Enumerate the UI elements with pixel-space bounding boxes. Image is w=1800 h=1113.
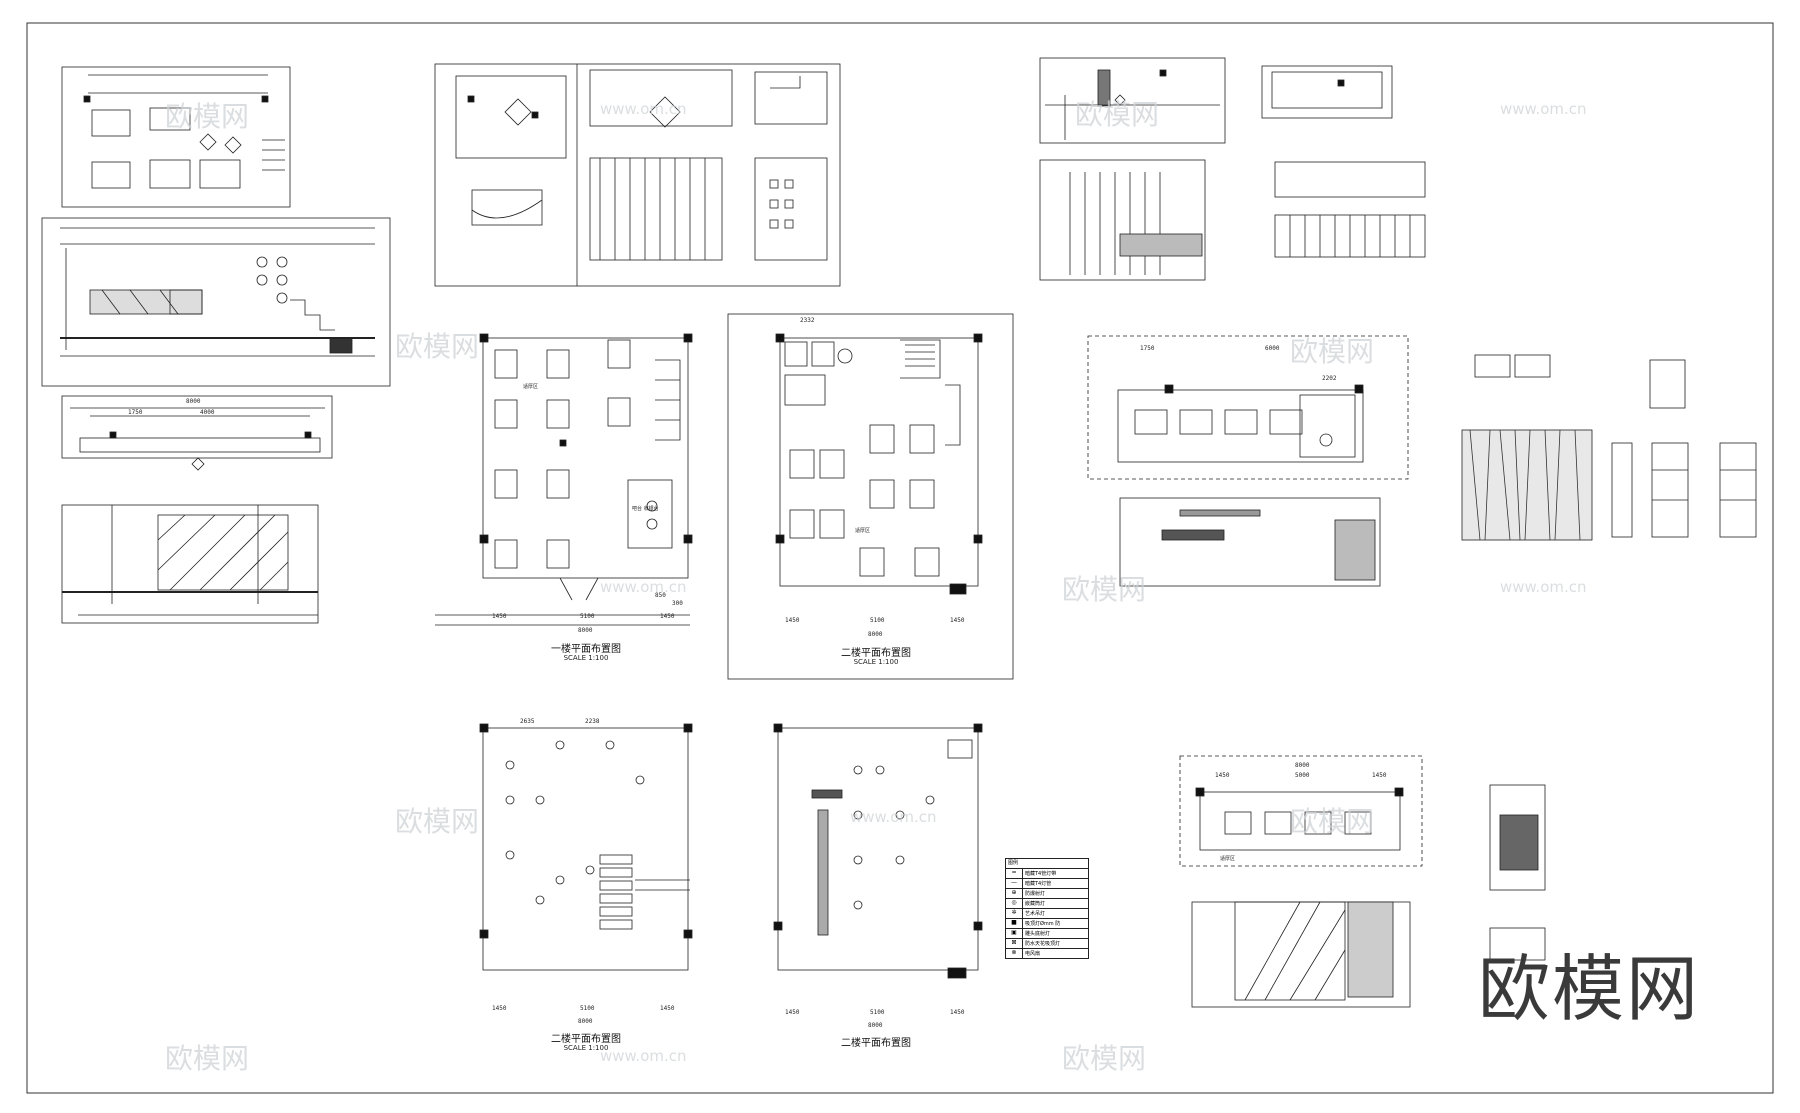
dim-ceil1-middle: 5100: [580, 1005, 595, 1012]
watermark-url: www.om.cn: [1500, 578, 1587, 596]
detail-top-right-2: [1261, 65, 1426, 258]
dim-br-1450c: 1450: [1372, 772, 1387, 779]
watermark-brand: 欧模网: [1290, 805, 1375, 838]
dim-br-1450: 1450: [1215, 772, 1230, 779]
legend-item: ⊠防水天花吸顶灯: [1006, 938, 1088, 948]
watermark-brand: 欧模网: [1062, 1042, 1147, 1075]
ceiling-1-title: 二楼平面布置图: [551, 1034, 621, 1045]
dim-ceil1-right: 1450: [660, 1005, 675, 1012]
watermark-brand: 欧模网: [1062, 573, 1147, 606]
dim-plan1-850: 850: [655, 592, 666, 599]
dim-plan1-300: 300: [672, 600, 683, 607]
dim-right-6000: 6000: [1265, 345, 1280, 352]
dim-plan1-total: 8000: [578, 627, 593, 634]
elevation-2: [41, 217, 391, 387]
watermark-url: www.om.cn: [600, 578, 687, 596]
room-label-dining-2: 适厚区: [855, 528, 871, 534]
room-label-bar: 吧台 收银台: [632, 506, 659, 512]
legend-item: ═暗藏T4管灯带: [1006, 868, 1088, 878]
plan-bottom-right: [1179, 755, 1546, 1008]
dim-elev3-1750: 1750: [128, 409, 143, 416]
plan-2-scale: SCALE 1:100: [853, 658, 899, 666]
watermark-url: www.om.cn: [850, 808, 937, 826]
room-label-dining: 适厚区: [523, 384, 539, 390]
dim-elev3-4000: 4000: [200, 409, 215, 416]
elevation-top-left: [61, 66, 291, 208]
legend-item: ▣雕头底射灯: [1006, 928, 1088, 938]
legend-item: ◎嵌藏筒灯: [1006, 898, 1088, 908]
dim-right-1750: 1750: [1140, 345, 1155, 352]
ceiling-plan-2: [773, 723, 983, 979]
watermark-url: www.om.cn: [600, 1047, 687, 1065]
dim-ceil1-total: 8000: [578, 1018, 593, 1025]
plan-1-title: 一楼平面布置图: [551, 644, 621, 655]
dim-plan2-middle: 5100: [870, 617, 885, 624]
legend-item: ■吸顶灯Ømm 防: [1006, 918, 1088, 928]
plan-2-title: 二楼平面布置图: [841, 648, 911, 659]
ceiling-plan-1: [479, 723, 693, 971]
watermark-url: www.om.cn: [1500, 100, 1587, 118]
dim-ceil2-right: 1450: [950, 1009, 965, 1016]
dim-br-5000: 5000: [1295, 772, 1310, 779]
dim-ceil1-2635: 2635: [520, 718, 535, 725]
room-label-dining-3: 适厚区: [1220, 856, 1236, 862]
watermark-brand: 欧模网: [165, 1042, 250, 1075]
watermark-brand: 欧模网: [1075, 98, 1160, 131]
legend-item: ⊕防爆射灯: [1006, 888, 1088, 898]
legend-item: ⊗电风扇: [1006, 948, 1088, 958]
dim-plan2-left: 1450: [785, 617, 800, 624]
details-far-right: [1461, 354, 1757, 541]
dim-plan2-total: 8000: [868, 631, 883, 638]
dim-plan1-middle: 5100: [580, 613, 595, 620]
watermark-brand: 欧模网: [395, 330, 480, 363]
dim-plan2-right: 1450: [950, 617, 965, 624]
watermark-brand: 欧模网: [165, 100, 250, 133]
plan-1-scale: SCALE 1:100: [563, 654, 609, 662]
plan-right-dashed: [1087, 335, 1409, 587]
watermark-url: www.om.cn: [600, 100, 687, 118]
detail-sheet-top-middle: [434, 63, 841, 287]
detail-top-right-1: [1039, 57, 1226, 281]
floor-plan-1: [435, 333, 693, 626]
dim-ceil2-middle: 5100: [870, 1009, 885, 1016]
legend-item: —暗藏T4灯管: [1006, 878, 1088, 888]
ceiling-1-scale: SCALE 1:100: [563, 1044, 609, 1052]
dim-plan2-top: 2332: [800, 317, 815, 324]
dim-ceil2-left: 1450: [785, 1009, 800, 1016]
dim-ceil1-2238: 2238: [585, 718, 600, 725]
dim-plan1-left: 1450: [492, 613, 507, 620]
legend-item: ✲艺术吊灯: [1006, 908, 1088, 918]
elevation-3: [61, 395, 333, 471]
dim-plan1-right: 1450: [660, 613, 675, 620]
brand-logo: 欧模网: [1478, 947, 1701, 1031]
watermark-brand: 欧模网: [1290, 335, 1375, 368]
dim-elev3-8000: 8000: [186, 398, 201, 405]
elevation-4: [61, 504, 319, 624]
floor-plan-2: [727, 313, 1014, 680]
ceiling-2-title: 二楼平面布置图: [841, 1038, 911, 1049]
legend-title: 图例: [1008, 860, 1019, 866]
lighting-legend: 图例 ═暗藏T4管灯带 —暗藏T4灯管 ⊕防爆射灯 ◎嵌藏筒灯 ✲艺术吊灯 ■吸…: [1005, 858, 1089, 959]
dim-br-8000: 8000: [1295, 762, 1310, 769]
dim-ceil1-left: 1450: [492, 1005, 507, 1012]
watermark-brand: 欧模网: [395, 805, 480, 838]
dim-ceil2-total: 8000: [868, 1022, 883, 1029]
dim-right-2202: 2202: [1322, 375, 1337, 382]
sheet-border: [26, 22, 1774, 1094]
